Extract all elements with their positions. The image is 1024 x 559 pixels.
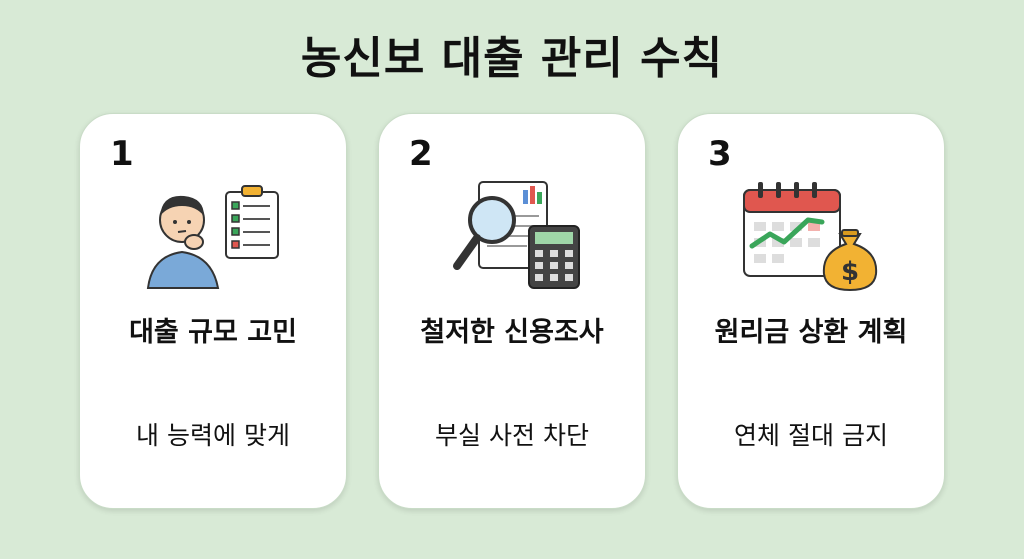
card-subtext: 부실 사전 차단	[435, 421, 589, 450]
rule-card-3: 3 $ 원리금 상환 계획 연체 절대 금지	[677, 113, 945, 509]
svg-text:$: $	[841, 257, 859, 287]
card-number: 2	[409, 134, 433, 174]
magnifier-document-calculator-icon	[437, 176, 587, 296]
card-number: 1	[110, 134, 134, 174]
card-heading: 원리금 상환 계획	[714, 317, 908, 348]
card-subtext: 내 능력에 맞게	[136, 421, 290, 450]
page-title: 농신보 대출 관리 수칙	[300, 33, 724, 84]
thinking-person-clipboard-icon	[138, 176, 288, 296]
rule-card-1: 1 대출 규모 고민 내 능력에 맞게	[79, 113, 347, 509]
calendar-money-bag-icon: $	[736, 176, 886, 296]
rule-card-2: 2 철저한 신용조사 부실 사전 차단	[378, 113, 646, 509]
card-subtext: 연체 절대 금지	[734, 421, 888, 450]
card-heading: 철저한 신용조사	[420, 317, 604, 348]
card-number: 3	[708, 134, 732, 174]
card-heading: 대출 규모 고민	[129, 317, 297, 348]
